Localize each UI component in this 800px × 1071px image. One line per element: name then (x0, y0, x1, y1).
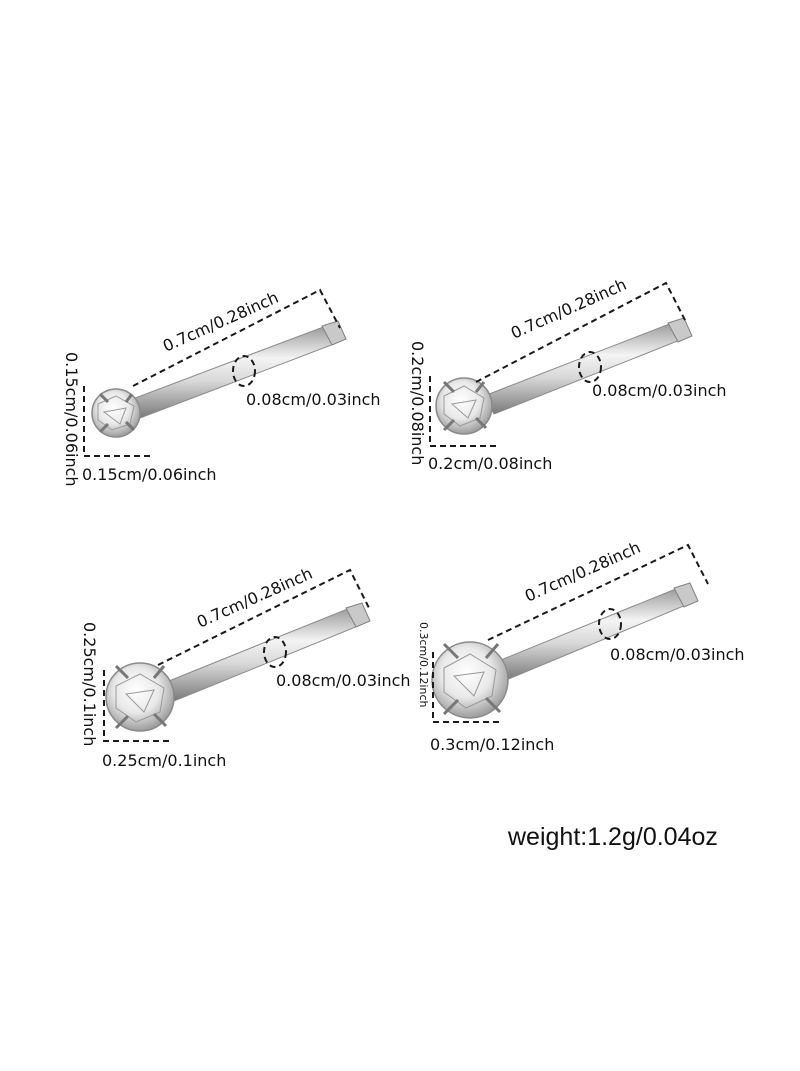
stud-2-pin (483, 317, 693, 415)
stud-4-gem (431, 641, 509, 719)
stud-3-stone-height-label: 0.25cm/0.1inch (80, 622, 99, 746)
stud-4-stone-bracket (432, 652, 500, 723)
stud-1: 0.7cm/0.28inch 0.08cm/0.03inch 0.15cm/0.… (62, 288, 381, 487)
stud-3-pin-length-label: 0.7cm/0.28inch (194, 564, 315, 632)
stud-3-stone-bracket (103, 670, 170, 742)
stud-2-gem (435, 377, 493, 435)
stud-4-stone-height-label: 0.3cm/0.12inch (417, 622, 430, 708)
weight-label: weight:1.2g/0.04oz (507, 823, 718, 851)
stud-3-gem (105, 662, 175, 732)
stud-2-length-bracket (475, 281, 687, 383)
stud-2: 0.7cm/0.28inch 0.08cm/0.03inch 0.2cm/0.0… (408, 275, 727, 473)
stud-1-pin-length-label: 0.7cm/0.28inch (160, 288, 281, 356)
stud-4-pin-diameter-label: 0.08cm/0.03inch (610, 645, 745, 664)
stud-4-diameter-marker (598, 608, 622, 640)
stud-4-stone-width-label: 0.3cm/0.12inch (430, 735, 554, 754)
stud-1-pin-diameter-label: 0.08cm/0.03inch (246, 390, 381, 409)
stud-1-stone-height-label: 0.15cm/0.06inch (62, 352, 81, 487)
stud-1-diameter-marker (232, 355, 256, 387)
stud-1-stone-bracket (83, 386, 150, 457)
stud-1-gem (91, 388, 141, 438)
stud-3-pin-diameter-label: 0.08cm/0.03inch (276, 671, 411, 690)
stud-3-diameter-marker (263, 636, 287, 668)
stud-2-diameter-marker (578, 351, 602, 383)
stud-1-length-bracket (132, 288, 341, 387)
stud-3-length-bracket (157, 568, 371, 666)
stud-2-pin-diameter-label: 0.08cm/0.03inch (592, 381, 727, 400)
stud-4-length-bracket (487, 543, 709, 641)
stud-1-stone-width-label: 0.15cm/0.06inch (82, 465, 217, 484)
stud-3-stone-width-label: 0.25cm/0.1inch (102, 751, 226, 770)
stud-2-stone-width-label: 0.2cm/0.08inch (428, 454, 552, 473)
stud-2-stone-bracket (429, 376, 496, 447)
stud-3: 0.7cm/0.28inch 0.08cm/0.03inch 0.25cm/0.… (80, 564, 411, 770)
stud-2-pin-length-label: 0.7cm/0.28inch (508, 275, 629, 343)
stud-2-stone-height-label: 0.2cm/0.08inch (408, 341, 427, 465)
stud-4: 0.7cm/0.28inch 0.08cm/0.03inch 0.3cm/0.1… (417, 538, 745, 754)
